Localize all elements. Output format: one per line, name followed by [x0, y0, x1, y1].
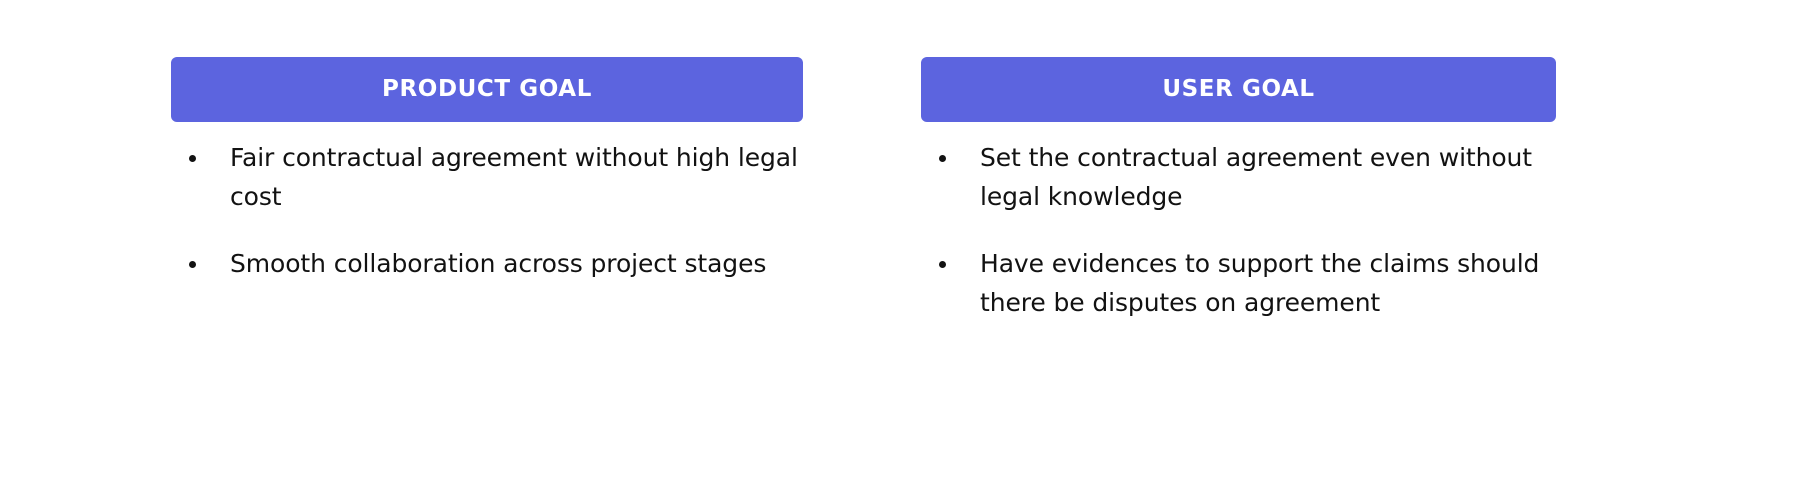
product-goal-bullet-list: Fair contractual agreement without high … [171, 122, 803, 283]
user-goal-header-bar: USER GOAL [921, 57, 1556, 122]
product-goal-header-label: PRODUCT GOAL [382, 76, 592, 102]
list-item: Fair contractual agreement without high … [171, 138, 803, 216]
bullet-dot-icon [939, 261, 946, 268]
list-item: Set the contractual agreement even witho… [921, 138, 1556, 216]
user-goal-bullet-list: Set the contractual agreement even witho… [921, 122, 1556, 322]
product-goal-column: PRODUCT GOAL Fair contractual agreement … [171, 57, 803, 283]
list-item: Smooth collaboration across project stag… [171, 244, 803, 283]
product-goal-header-bar: PRODUCT GOAL [171, 57, 803, 122]
list-item-text: Set the contractual agreement even witho… [980, 143, 1533, 211]
bullet-dot-icon [189, 155, 196, 162]
bullet-dot-icon [189, 261, 196, 268]
bullet-dot-icon [939, 155, 946, 162]
list-item-text: Fair contractual agreement without high … [230, 143, 798, 211]
user-goal-column: USER GOAL Set the contractual agreement … [921, 57, 1556, 322]
list-item-text: Have evidences to support the claims sho… [980, 249, 1540, 317]
list-item: Have evidences to support the claims sho… [921, 244, 1556, 322]
user-goal-header-label: USER GOAL [1162, 76, 1315, 102]
list-item-text: Smooth collaboration across project stag… [230, 249, 767, 278]
